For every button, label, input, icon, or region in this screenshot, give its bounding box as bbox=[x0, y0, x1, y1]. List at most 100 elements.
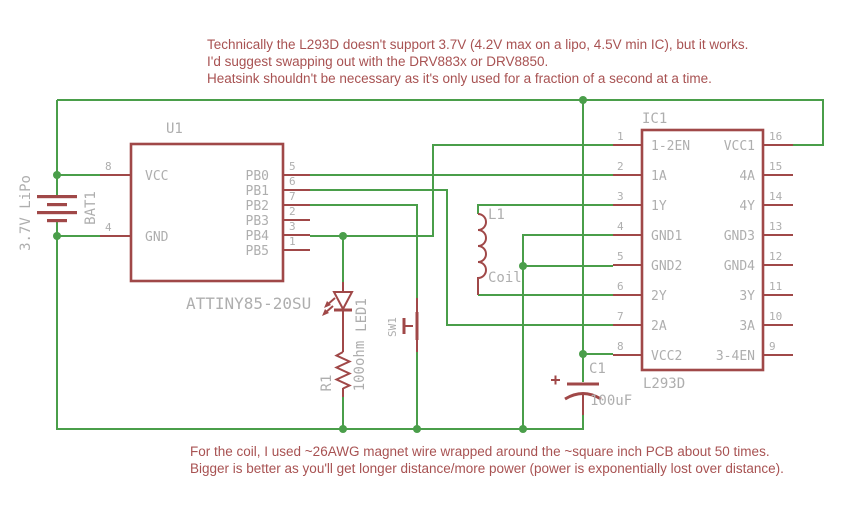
c1-ref: C1 bbox=[589, 361, 606, 377]
ic1-pin-name-gnd4: GND4 bbox=[724, 259, 755, 274]
u1-pin-name-pb4: PB4 bbox=[246, 229, 270, 244]
note-top-line-2: I'd suggest swapping out with the DRV883… bbox=[207, 54, 548, 69]
led1-ref: LED1 bbox=[354, 298, 370, 332]
component-r1: R1 100ohm bbox=[319, 341, 368, 397]
inductor-coil bbox=[477, 213, 487, 295]
junction-dot bbox=[53, 171, 61, 179]
ic1-pin-num-4: 4 bbox=[617, 220, 624, 233]
ic1-pin-num-8: 8 bbox=[617, 340, 624, 353]
battery-plate-long bbox=[37, 211, 77, 215]
ic1-pin-name-2y: 2Y bbox=[651, 289, 667, 304]
wire-segment-pb1-2a bbox=[310, 189, 613, 326]
ic1-pin-num-9: 9 bbox=[769, 340, 776, 353]
ic1-pin-name-3a: 3A bbox=[739, 319, 755, 334]
u1-pin-num-2: 2 bbox=[289, 205, 296, 218]
ic1-pin-name-vcc1: VCC1 bbox=[724, 139, 755, 154]
component-u1: U1 ATTINY85-20SU 8 VCC 4 GND 5 PB0 6 PB1… bbox=[100, 121, 311, 313]
ic1-pin-num-5: 5 bbox=[617, 250, 624, 263]
u1-pin-num-5: 5 bbox=[289, 160, 296, 173]
wire-segment-pb4-12en bbox=[310, 144, 613, 237]
junction-dot bbox=[519, 262, 527, 270]
battery-plate-short bbox=[47, 219, 67, 223]
wire-segment-1y-coil bbox=[477, 204, 613, 214]
ic1-pin-num-2: 2 bbox=[617, 160, 624, 173]
u1-pin-num-8: 8 bbox=[105, 160, 112, 173]
ic1-pin-name-vcc2: VCC2 bbox=[651, 349, 682, 364]
ic1-pin-num-1: 1 bbox=[617, 130, 624, 143]
bat1-ref: BAT1 bbox=[83, 191, 99, 225]
component-ic1: IC1 L293D 1 1-2EN 2 1A 3 1Y 4 GND1 5 GND… bbox=[613, 111, 793, 392]
u1-body bbox=[129, 142, 285, 283]
note-bottom-line-2: Bigger is better as you'll get longer di… bbox=[190, 461, 784, 476]
ic1-pin-num-10: 10 bbox=[769, 310, 782, 323]
u1-pin-name-pb1: PB1 bbox=[246, 184, 269, 199]
wire-segment-pb2-sw1 bbox=[310, 204, 418, 298]
note-top-line-1: Technically the L293D doesn't support 3.… bbox=[207, 37, 748, 52]
battery-plate-long bbox=[37, 195, 77, 199]
component-bat1: BAT1 3.7V LiPo bbox=[18, 175, 99, 251]
c1-value: 100uF bbox=[590, 393, 632, 409]
led-arrow-head bbox=[324, 301, 331, 308]
ic1-pin-num-14: 14 bbox=[769, 190, 783, 203]
junction-dot bbox=[413, 425, 421, 433]
component-sw1: SW1 bbox=[386, 298, 419, 352]
resistor-zigzag bbox=[334, 351, 352, 390]
ic1-pin-name-1a: 1A bbox=[651, 169, 667, 184]
junctions bbox=[53, 96, 587, 433]
ic1-ref: IC1 bbox=[642, 111, 667, 127]
ic1-pin-num-11: 11 bbox=[769, 280, 782, 293]
component-l1: L1 Coil bbox=[477, 207, 522, 295]
r1-value: 100ohm bbox=[352, 341, 368, 392]
ic1-pin-num-12: 12 bbox=[769, 250, 782, 263]
u1-pin-num-1: 1 bbox=[289, 235, 296, 248]
ic1-pin-name-4a: 4A bbox=[739, 169, 755, 184]
u1-pin-num-3: 3 bbox=[289, 220, 296, 233]
component-led1: LED1 bbox=[322, 282, 370, 352]
u1-pin-num-4: 4 bbox=[105, 221, 112, 234]
u1-pin-name-vcc: VCC bbox=[145, 169, 168, 184]
ic1-pin-name-1y: 1Y bbox=[651, 199, 667, 214]
ic1-pin-num-3: 3 bbox=[617, 190, 624, 203]
junction-dot bbox=[519, 425, 527, 433]
ic1-value: L293D bbox=[643, 376, 685, 392]
ic1-pin-name-gnd3: GND3 bbox=[724, 229, 755, 244]
ic1-pin-num-13: 13 bbox=[769, 220, 782, 233]
ic1-pin-num-16: 16 bbox=[769, 130, 782, 143]
ic1-pin-name-gnd2: GND2 bbox=[651, 259, 682, 274]
note-bottom: For the coil, I used ~26AWG magnet wire … bbox=[190, 444, 784, 476]
ic1-pin-name-34en: 3-4EN bbox=[716, 349, 755, 364]
junction-dot bbox=[579, 350, 587, 358]
u1-pin-name-gnd: GND bbox=[145, 230, 169, 245]
r1-ref: R1 bbox=[319, 375, 335, 392]
l1-value: Coil bbox=[488, 270, 522, 286]
note-bottom-line-1: For the coil, I used ~26AWG magnet wire … bbox=[190, 444, 770, 459]
ic1-pin-name-12en: 1-2EN bbox=[651, 139, 690, 154]
l1-ref: L1 bbox=[488, 207, 505, 223]
led-triangle bbox=[332, 291, 354, 312]
u1-pin-name-pb5: PB5 bbox=[246, 244, 269, 259]
ic1-body bbox=[640, 128, 765, 372]
nets bbox=[56, 99, 824, 430]
ic1-pin-num-7: 7 bbox=[617, 310, 624, 323]
junction-dot bbox=[339, 232, 347, 240]
u1-ref: U1 bbox=[166, 121, 183, 137]
ic1-pin-num-15: 15 bbox=[769, 160, 782, 173]
wire-segment-vcc-top-rail bbox=[57, 99, 824, 146]
junction-dot bbox=[53, 232, 61, 240]
u1-pin-name-pb2: PB2 bbox=[246, 199, 269, 214]
u1-pin-num-6: 6 bbox=[289, 175, 296, 188]
led-emission-arrows bbox=[322, 297, 336, 316]
note-top: Technically the L293D doesn't support 3.… bbox=[207, 37, 748, 86]
sw1-ref: SW1 bbox=[386, 317, 399, 337]
u1-pin-name-pb0: PB0 bbox=[246, 169, 269, 184]
led-arrow-head bbox=[322, 309, 329, 316]
ic1-pin-name-4y: 4Y bbox=[739, 199, 755, 214]
junction-dot bbox=[339, 425, 347, 433]
u1-pin-name-pb3: PB3 bbox=[246, 214, 269, 229]
component-c1: C1 100uF bbox=[551, 361, 632, 415]
bat1-value: 3.7V LiPo bbox=[18, 175, 34, 251]
wire-segment-gnd-rail bbox=[56, 222, 584, 430]
junction-dot bbox=[579, 96, 587, 104]
